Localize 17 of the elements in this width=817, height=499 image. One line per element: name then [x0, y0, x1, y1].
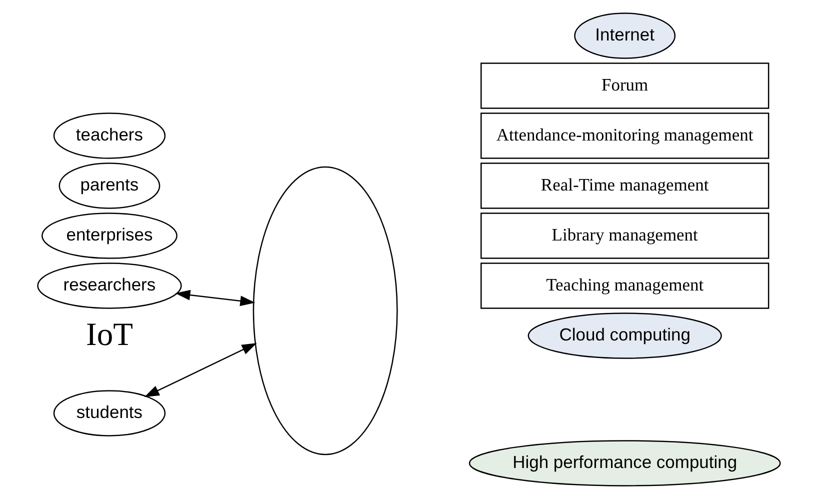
node-box: Attendance-monitoring management [480, 112, 769, 159]
label: IoT [86, 316, 132, 353]
node-box: Forum [480, 62, 769, 109]
node-ellipse: Internet [574, 12, 676, 59]
arrow [144, 343, 256, 398]
node-box: Library management [480, 212, 769, 259]
node-ellipse: Cloud computing [527, 312, 722, 359]
node-ellipse: researchers [36, 262, 182, 309]
node-ellipse: students [52, 390, 166, 436]
node-box: Teaching management [480, 262, 769, 309]
node-ellipse: teachers [52, 112, 166, 159]
arrow [174, 290, 255, 306]
node-box: Real-Time management [480, 162, 769, 209]
node-ellipse: parents [58, 162, 160, 209]
node-ellipse: High performance computing [468, 440, 780, 486]
node-ellipse: enterprises [41, 212, 177, 259]
node-ellipse [252, 166, 398, 456]
